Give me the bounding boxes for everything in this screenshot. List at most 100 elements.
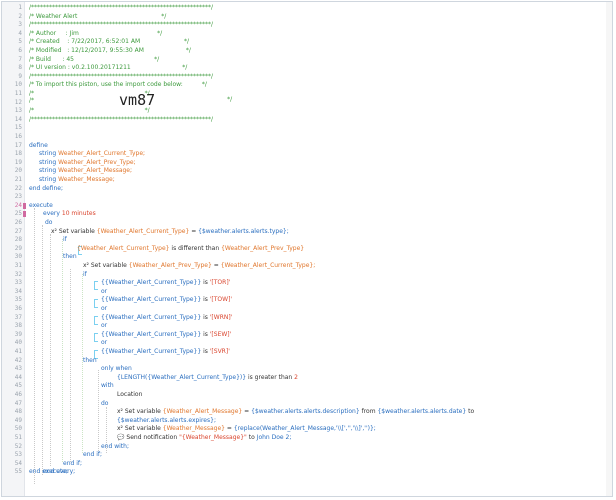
condition-bracket — [94, 281, 98, 290]
code-line[interactable]: string Weather_Message; — [39, 176, 115, 185]
code-line[interactable]: end define; — [29, 185, 63, 194]
code-token: 10 minutes — [61, 210, 96, 218]
scrollbar[interactable] — [606, 2, 612, 496]
code-line[interactable]: with — [101, 382, 114, 391]
code-line[interactable]: or — [101, 288, 107, 297]
code-token: '[WRN]' — [209, 313, 233, 321]
code-line[interactable]: x² Set variable {Weather_Message} = {rep… — [117, 425, 376, 434]
code-token: Set variable — [124, 425, 161, 433]
code-token: string — [39, 150, 57, 158]
code-line[interactable]: {Weather_Alert_Current_Type} is differen… — [77, 245, 304, 254]
line-number: 55 — [14, 468, 22, 476]
code-line[interactable]: /* Created : 7/22/2017, 6:52:01 AM */ — [29, 38, 189, 47]
code-line[interactable]: end execute; — [29, 468, 68, 477]
code-line[interactable]: then — [63, 253, 77, 262]
line-number: 5 — [18, 38, 22, 46]
code-token: Weather_Alert_Current_Type; — [58, 150, 146, 158]
code-line[interactable]: string Weather_Alert_Message; — [39, 167, 132, 176]
code-line[interactable]: end every; — [43, 468, 75, 477]
code-line[interactable]: end if; — [63, 460, 82, 469]
code-line[interactable]: /* Author : Jim */ — [29, 30, 162, 39]
code-line[interactable]: /* */ — [29, 107, 150, 116]
line-number: 33 — [14, 279, 22, 287]
code-line[interactable]: /***************************************… — [29, 21, 213, 30]
line-number: 24 — [14, 201, 22, 209]
code-line[interactable]: every 10 minutes — [43, 210, 96, 219]
code-line[interactable]: then — [83, 357, 97, 366]
code-token: /* Build : 45 */ — [29, 55, 160, 63]
code-token: {Weather_Alert_Message} — [162, 408, 243, 416]
line-number: 17 — [14, 141, 22, 149]
code-line[interactable]: x² Set variable {Weather_Alert_Prev_Type… — [83, 262, 315, 271]
line-number: 32 — [14, 270, 22, 278]
line-number: 37 — [14, 313, 22, 321]
code-token: end if; — [63, 459, 83, 467]
code-line[interactable]: {{Weather_Alert_Current_Type}} is '[TOW]… — [101, 296, 232, 305]
line-number: 44 — [14, 373, 22, 381]
every-indent-guide — [42, 225, 43, 475]
code-line[interactable]: only when — [101, 365, 132, 374]
code-token: '[TOW]' — [209, 296, 233, 304]
line-number: 19 — [14, 158, 22, 166]
code-line[interactable]: {{Weather_Alert_Current_Type}} is '[WRN]… — [101, 314, 232, 323]
code-line[interactable]: or — [101, 305, 107, 314]
line-number: 41 — [14, 348, 22, 355]
code-line[interactable]: or — [101, 322, 107, 331]
code-line[interactable]: /* UI version : v0.2.100.20171211 */ — [29, 64, 187, 73]
code-token: {Weather_Message} — [162, 425, 225, 433]
code-token: "{Weather_Message}" — [179, 434, 247, 441]
code-token: /* To import this piston, use the import… — [29, 81, 207, 89]
code-line[interactable]: {{Weather_Alert_Current_Type}} is '[SVR]… — [101, 348, 230, 357]
code-line[interactable]: execute — [29, 202, 53, 211]
code-line[interactable]: {{Weather_Alert_Current_Type}} is '[SEW]… — [101, 331, 231, 340]
code-line[interactable]: /***************************************… — [29, 4, 213, 13]
code-token: is — [203, 279, 208, 287]
code-token: {Weather_Alert_Prev_Type} — [221, 244, 305, 252]
code-line[interactable]: /* Build : 45 */ — [29, 56, 159, 65]
code-line[interactable]: /***************************************… — [29, 116, 213, 125]
code-line[interactable]: if — [83, 271, 87, 280]
code-token: /***************************************… — [29, 115, 214, 123]
code-token: /* Created : 7/22/2017, 6:52:01 AM */ — [29, 38, 190, 46]
code-line[interactable]: do — [101, 400, 108, 409]
code-token: /***************************************… — [29, 72, 214, 80]
notification-icon: 💬 — [117, 434, 127, 441]
code-line[interactable]: /* To import this piston, use the import… — [29, 81, 207, 90]
code-line[interactable]: end with; — [101, 443, 129, 452]
code-line[interactable]: {LENGTH({Weather_Alert_Current_Type})} i… — [117, 374, 298, 383]
code-line[interactable]: {{Weather_Alert_Current_Type}} is '[TOR]… — [101, 279, 230, 288]
code-token: is — [203, 330, 208, 338]
code-line[interactable]: or — [101, 339, 107, 348]
code-token: string — [39, 167, 57, 175]
line-number: 51 — [14, 434, 22, 441]
code-line[interactable]: Location — [117, 391, 142, 400]
line-number: 48 — [14, 408, 22, 416]
code-line[interactable]: do — [45, 219, 52, 228]
code-line[interactable]: /* Modified : 12/12/2017, 9:55:30 AM */ — [29, 47, 191, 56]
code-line[interactable]: /***************************************… — [29, 73, 213, 82]
code-line[interactable]: 💬 Send notification "{Weather_Message}" … — [117, 434, 291, 443]
code-line[interactable]: x² Set variable {Weather_Alert_Message} … — [117, 408, 474, 417]
code-token: to — [248, 434, 255, 441]
set-variable-icon: x² — [117, 425, 125, 433]
code-token: {{Weather_Alert_Current_Type}} — [101, 313, 202, 321]
code-token: {{Weather_Alert_Current_Type}} — [101, 348, 202, 355]
code-line[interactable]: string Weather_Alert_Current_Type; — [39, 150, 145, 159]
code-line[interactable]: /* Weather Alert */ — [29, 13, 166, 22]
code-token: end if; — [83, 451, 103, 459]
condition-bracket — [94, 299, 98, 308]
code-token: /* Weather Alert */ — [29, 12, 167, 20]
code-line[interactable]: end if; — [83, 451, 102, 460]
code-line[interactable]: {$weather.alerts.alerts.expires}; — [117, 417, 216, 426]
code-token: then — [63, 253, 77, 261]
code-token: is different than — [171, 244, 220, 252]
import-code[interactable]: vm87 — [119, 90, 156, 109]
code-token: end execute; — [29, 468, 69, 476]
code-line[interactable]: if — [63, 236, 67, 245]
code-line[interactable]: define — [29, 142, 48, 151]
code-line[interactable]: x² Set variable {Weather_Alert_Current_T… — [51, 228, 289, 237]
comment-open: /* — [29, 96, 35, 104]
code-line[interactable]: /* */ — [29, 90, 150, 99]
code-line[interactable]: string Weather_Alert_Prev_Type; — [39, 159, 136, 168]
only-when-indent-guide — [98, 370, 99, 453]
